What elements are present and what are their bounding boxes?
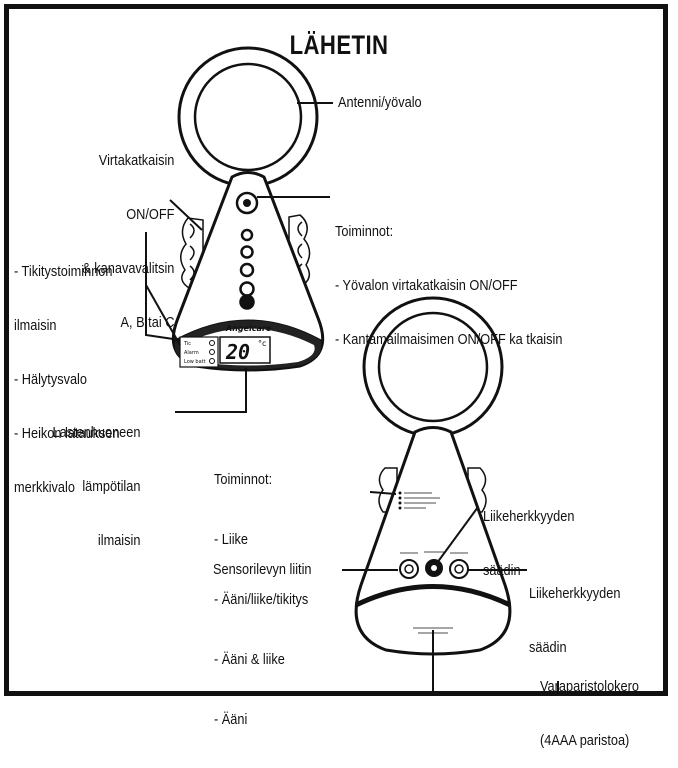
front-transmitter	[171, 46, 325, 372]
front-temp-reading: 20	[225, 340, 250, 364]
sensitivity-knob-right	[449, 559, 469, 579]
back-body	[354, 426, 512, 656]
status-panel	[179, 336, 219, 368]
label-functions-top: Toiminnot: - Yövalon virtakatkaisin ON/O…	[335, 223, 563, 348]
diagram-frame	[4, 4, 668, 696]
device-illustration: Angelcare 20 °c Tic Alarm Low batt	[145, 46, 559, 693]
antenna-ring	[177, 46, 319, 188]
mode-switch-text	[404, 492, 440, 509]
leader-lines	[145, 102, 559, 693]
back-base-band	[354, 584, 512, 608]
label-battery: Varaparistolokero (4AAA paristoa)	[540, 678, 639, 749]
label-room-temperature: Lastenhuoneen lämpötilan ilmaisin	[52, 424, 140, 549]
status-label-lowbatt: Low batt	[184, 359, 206, 365]
status-label-alarm: Alarm	[184, 350, 199, 356]
label-antenna: Antenni/yövalo	[338, 94, 422, 111]
sensor-port-knob	[399, 559, 419, 579]
status-label-tic: Tic	[183, 341, 191, 347]
front-display	[219, 336, 271, 364]
diagram-title: LÄHETIN	[289, 30, 389, 60]
front-buttons	[239, 228, 255, 310]
label-sensor-port: Sensorilevyn liitin	[213, 561, 312, 578]
label-functions-bottom: Toiminnot: - Liike - Ääni/liike/tikitys …	[214, 471, 309, 728]
front-temp-unit: °c	[258, 339, 266, 348]
label-power-switch: Virtakatkaisin ON/OFF & kanavavalitsin A…	[81, 152, 174, 331]
label-sensitivity-1: Liikeherkkyyden säädin	[483, 508, 575, 579]
label-sensitivity-2: Liikeherkkyyden säädin	[529, 585, 621, 656]
back-transmitter	[354, 296, 512, 656]
brand-logo: Angelcare	[225, 324, 272, 333]
label-indicators: - Tikitystoiminnon ilmaisin - Hälytysval…	[14, 263, 120, 496]
